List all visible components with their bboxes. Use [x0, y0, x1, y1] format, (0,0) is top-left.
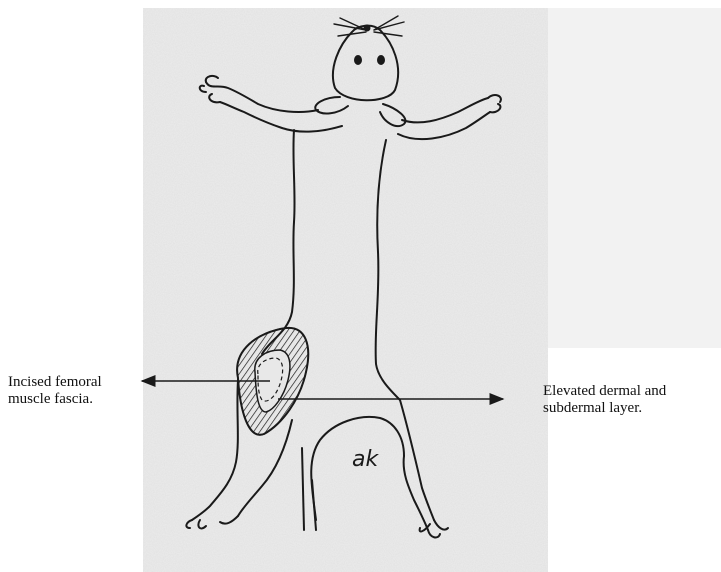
- incised-fascia-label-line2: muscle fascia.: [8, 391, 102, 408]
- incised-fascia-label: Incised femoral muscle fascia.: [8, 374, 102, 408]
- elevated-layer-label: Elevated dermal and subdermal layer.: [543, 383, 666, 417]
- elevated-layer-label-line2: subdermal layer.: [543, 400, 666, 417]
- right-eye: [378, 56, 384, 64]
- left-eye: [355, 56, 361, 64]
- artist-initials: ak: [352, 447, 379, 472]
- incised-fascia-label-line1: Incised femoral: [8, 374, 102, 391]
- elevated-layer-label-line1: Elevated dermal and: [543, 383, 666, 400]
